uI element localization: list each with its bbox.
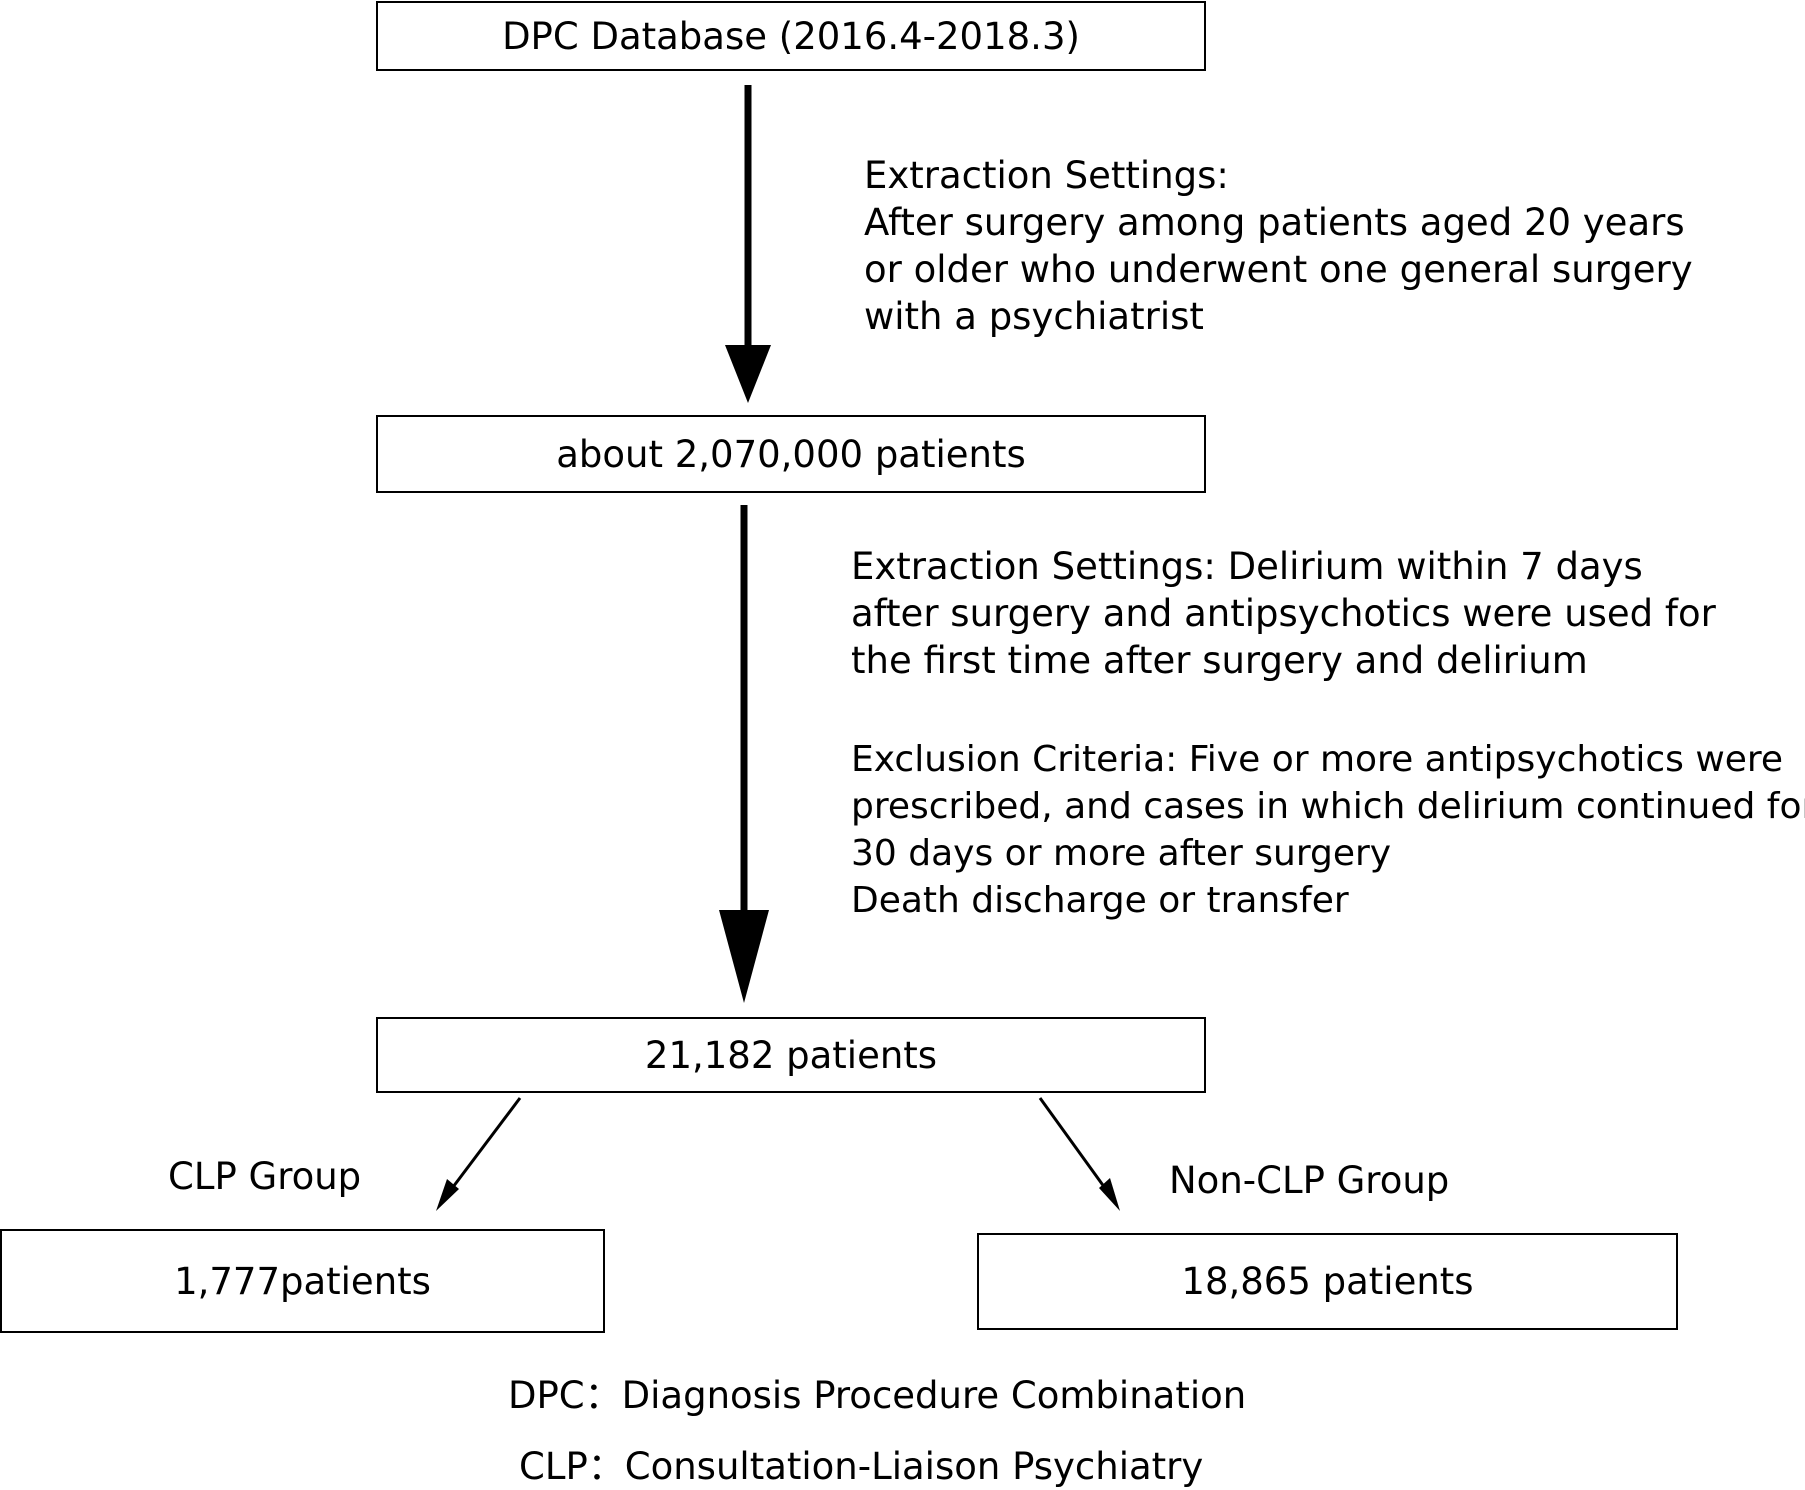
arrowhead-clp xyxy=(436,1179,459,1211)
source-box: DPC Database (2016.4-2018.3) xyxy=(376,1,1206,71)
step1-box-text: about 2,070,000 patients xyxy=(556,432,1026,476)
clp-group-label: CLP Group xyxy=(168,1155,362,1198)
abbreviation-clp: CLP：Consultation-Liaison Psychiatry xyxy=(519,1445,1204,1488)
criteria1-line: Extraction Settings: xyxy=(864,154,1229,197)
nonclp-group-label: Non-CLP Group xyxy=(1169,1159,1450,1202)
nonclp-box-text: 18,865 patients xyxy=(1181,1260,1474,1303)
criteria2-exclusion-line: prescribed, and cases in which delirium … xyxy=(851,786,1805,827)
clp-box-text: 1,777patients xyxy=(174,1259,431,1303)
criteria2-extraction-line: the first time after surgery and deliriu… xyxy=(851,639,1588,682)
step2-box: 21,182 patients xyxy=(376,1017,1206,1093)
step2-box-text: 21,182 patients xyxy=(644,1033,938,1077)
criteria2-exclusion-line: Exclusion Criteria: Five or more antipsy… xyxy=(851,739,1784,780)
arrowhead-nonclp xyxy=(1099,1178,1120,1211)
abbreviation-dpc: DPC：Diagnosis Procedure Combination xyxy=(508,1374,1247,1417)
nonclp-box: 18,865 patients xyxy=(977,1233,1678,1330)
criteria2-exclusion-line: 30 days or more after surgery xyxy=(851,833,1392,874)
criteria2-extraction-line: Extraction Settings: Delirium within 7 d… xyxy=(851,545,1643,588)
criteria2-extraction-line: after surgery and antipsychotics were us… xyxy=(851,592,1716,635)
criteria2-extraction-note: Extraction Settings: Delirium within 7 d… xyxy=(851,543,1716,684)
step1-box: about 2,070,000 patients xyxy=(376,415,1206,493)
arrowhead-step1 xyxy=(725,345,771,403)
arrow-to-clp xyxy=(445,1097,522,1196)
criteria2-exclusion-note: Exclusion Criteria: Five or more antipsy… xyxy=(851,736,1805,924)
criteria2-exclusion-line: Death discharge or transfer xyxy=(851,880,1349,921)
arrow-to-nonclp xyxy=(1038,1097,1112,1196)
criteria1-note: Extraction Settings: After surgery among… xyxy=(864,152,1693,340)
criteria1-line: with a psychiatrist xyxy=(864,295,1204,338)
arrowhead-step2 xyxy=(719,910,769,1003)
criteria1-line: After surgery among patients aged 20 yea… xyxy=(864,201,1685,244)
source-box-text: DPC Database (2016.4-2018.3) xyxy=(502,14,1080,58)
criteria1-line: or older who underwent one general surge… xyxy=(864,248,1693,291)
clp-box: 1,777patients xyxy=(0,1229,605,1333)
